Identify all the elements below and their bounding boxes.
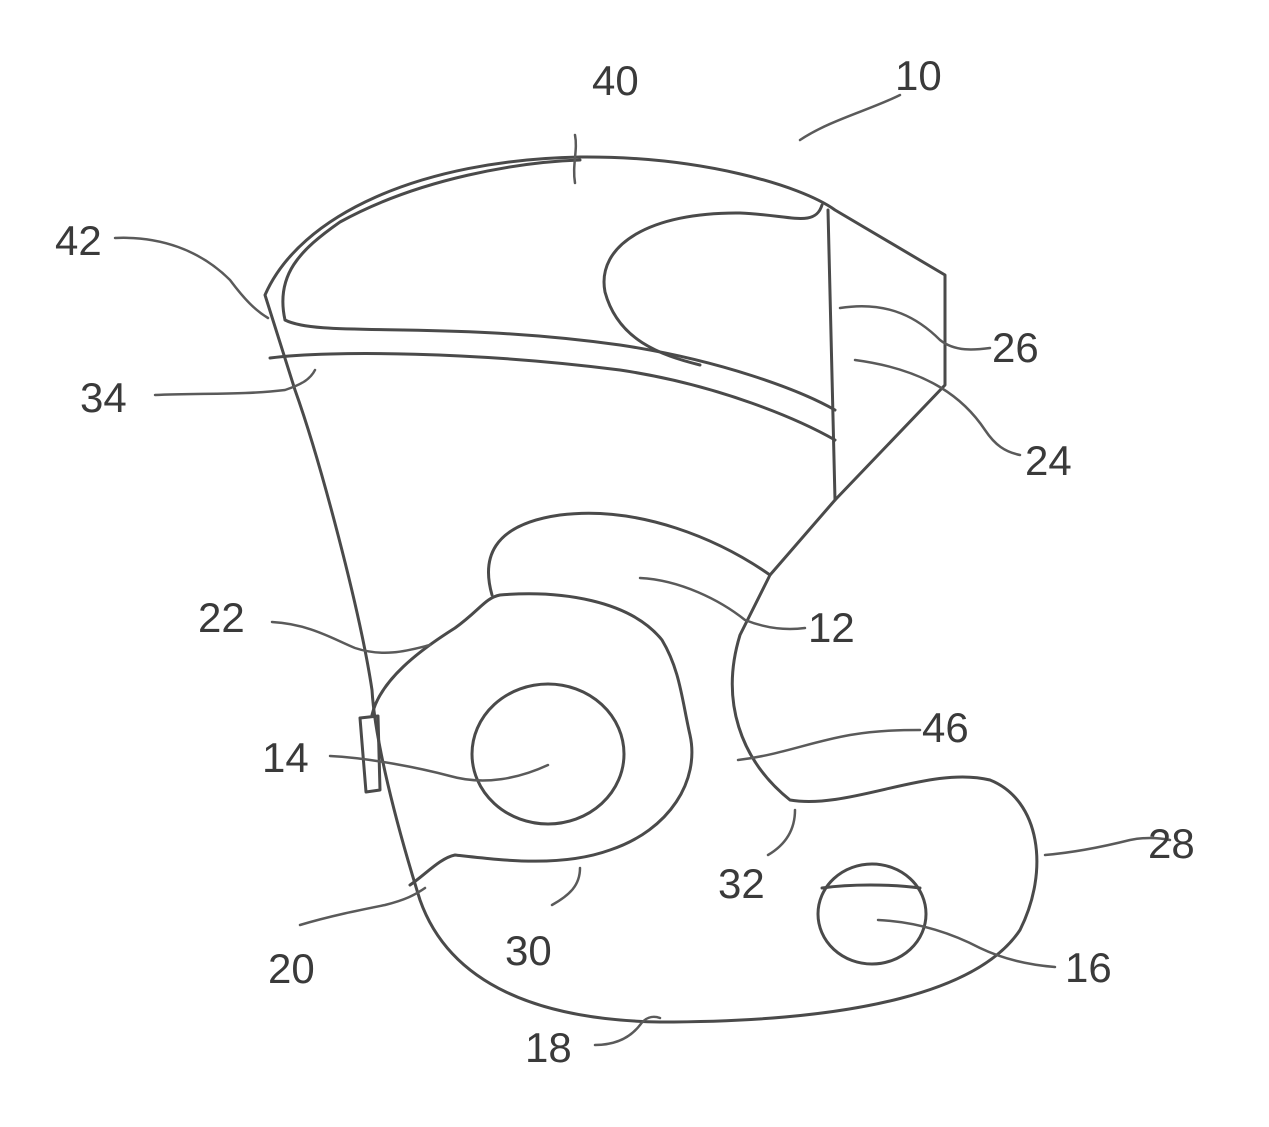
label-10: 10 [895, 52, 942, 99]
left-lobe-outline [372, 594, 692, 885]
upper-lobe-outline [488, 513, 770, 595]
label-14: 14 [262, 734, 309, 781]
label-34: 34 [80, 374, 127, 421]
label-40: 40 [592, 57, 639, 104]
leader-46 [738, 730, 920, 760]
leader-16 [878, 920, 1055, 967]
lower-bore-chord [822, 885, 920, 888]
label-12: 12 [808, 604, 855, 651]
leader-40 [574, 135, 576, 183]
label-46: 46 [922, 704, 969, 751]
leader-32 [768, 810, 795, 855]
upper-bore [472, 684, 624, 824]
label-30: 30 [505, 927, 552, 974]
leader-20 [300, 888, 425, 925]
lower-bore [818, 864, 926, 964]
left-notch-outline [360, 716, 380, 792]
label-32: 32 [718, 860, 765, 907]
leader-30 [552, 868, 580, 905]
edge-line [828, 210, 835, 500]
label-26: 26 [992, 324, 1039, 371]
label-28: 28 [1148, 820, 1195, 867]
ledge-line [270, 354, 835, 440]
label-22: 22 [198, 594, 245, 641]
label-42: 42 [55, 217, 102, 264]
leader-26 [840, 306, 990, 349]
leader-10 [800, 95, 900, 140]
leader-24 [855, 360, 1020, 455]
recess-loop [604, 205, 822, 365]
top-surface-outline [283, 160, 835, 410]
label-24: 24 [1025, 437, 1072, 484]
leader-22 [272, 622, 430, 653]
label-18: 18 [525, 1024, 572, 1071]
label-16: 16 [1065, 944, 1112, 991]
leader-42 [115, 238, 268, 318]
leader-12 [640, 578, 805, 629]
label-20: 20 [268, 945, 315, 992]
